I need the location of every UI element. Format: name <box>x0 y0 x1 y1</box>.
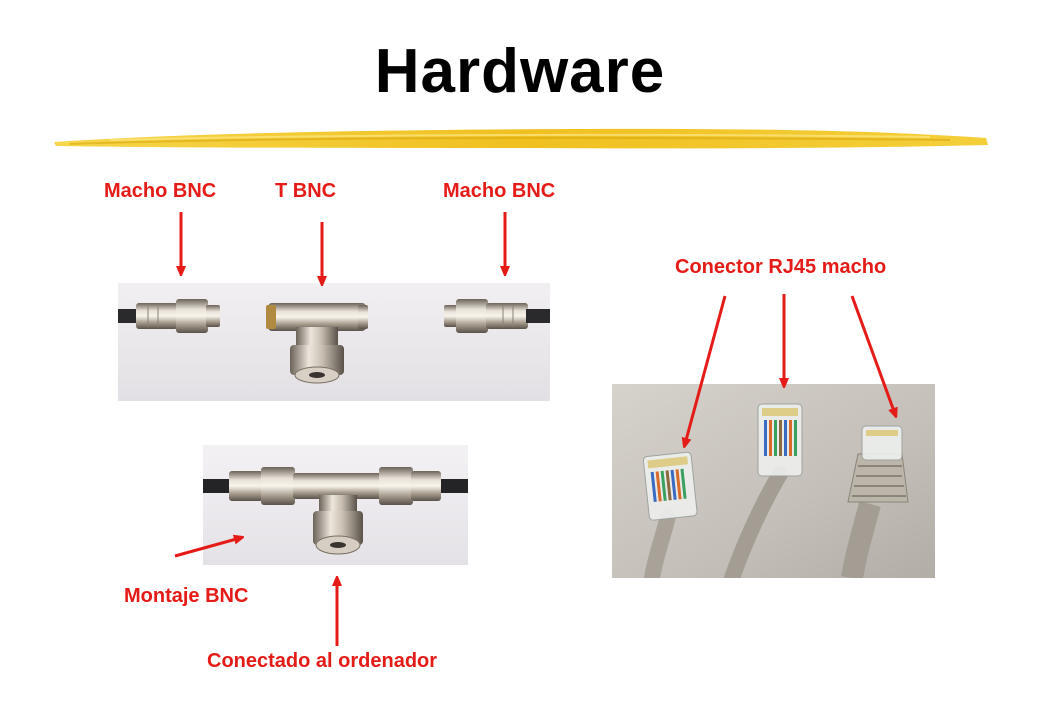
label-conector-rj45: Conector RJ45 macho <box>675 256 887 278</box>
rj45-connectors-photo <box>612 384 935 578</box>
label-montaje-bnc: Montaje BNC <box>124 585 249 607</box>
title-underline <box>54 128 988 149</box>
label-macho-bnc-right: Macho BNC <box>443 180 556 202</box>
bnc-connectors-photo <box>118 283 550 401</box>
arrow-rj45-right <box>850 295 895 414</box>
label-t-bnc: T BNC <box>275 180 337 202</box>
label-macho-bnc-left: Macho BNC <box>104 180 217 202</box>
arrow-montaje <box>174 538 240 558</box>
bnc-assembly-photo <box>203 445 468 565</box>
page-title: Hardware <box>374 37 666 106</box>
arrow-rj45-left <box>685 295 727 444</box>
label-conectado: Conectado al ordenador <box>207 650 438 672</box>
